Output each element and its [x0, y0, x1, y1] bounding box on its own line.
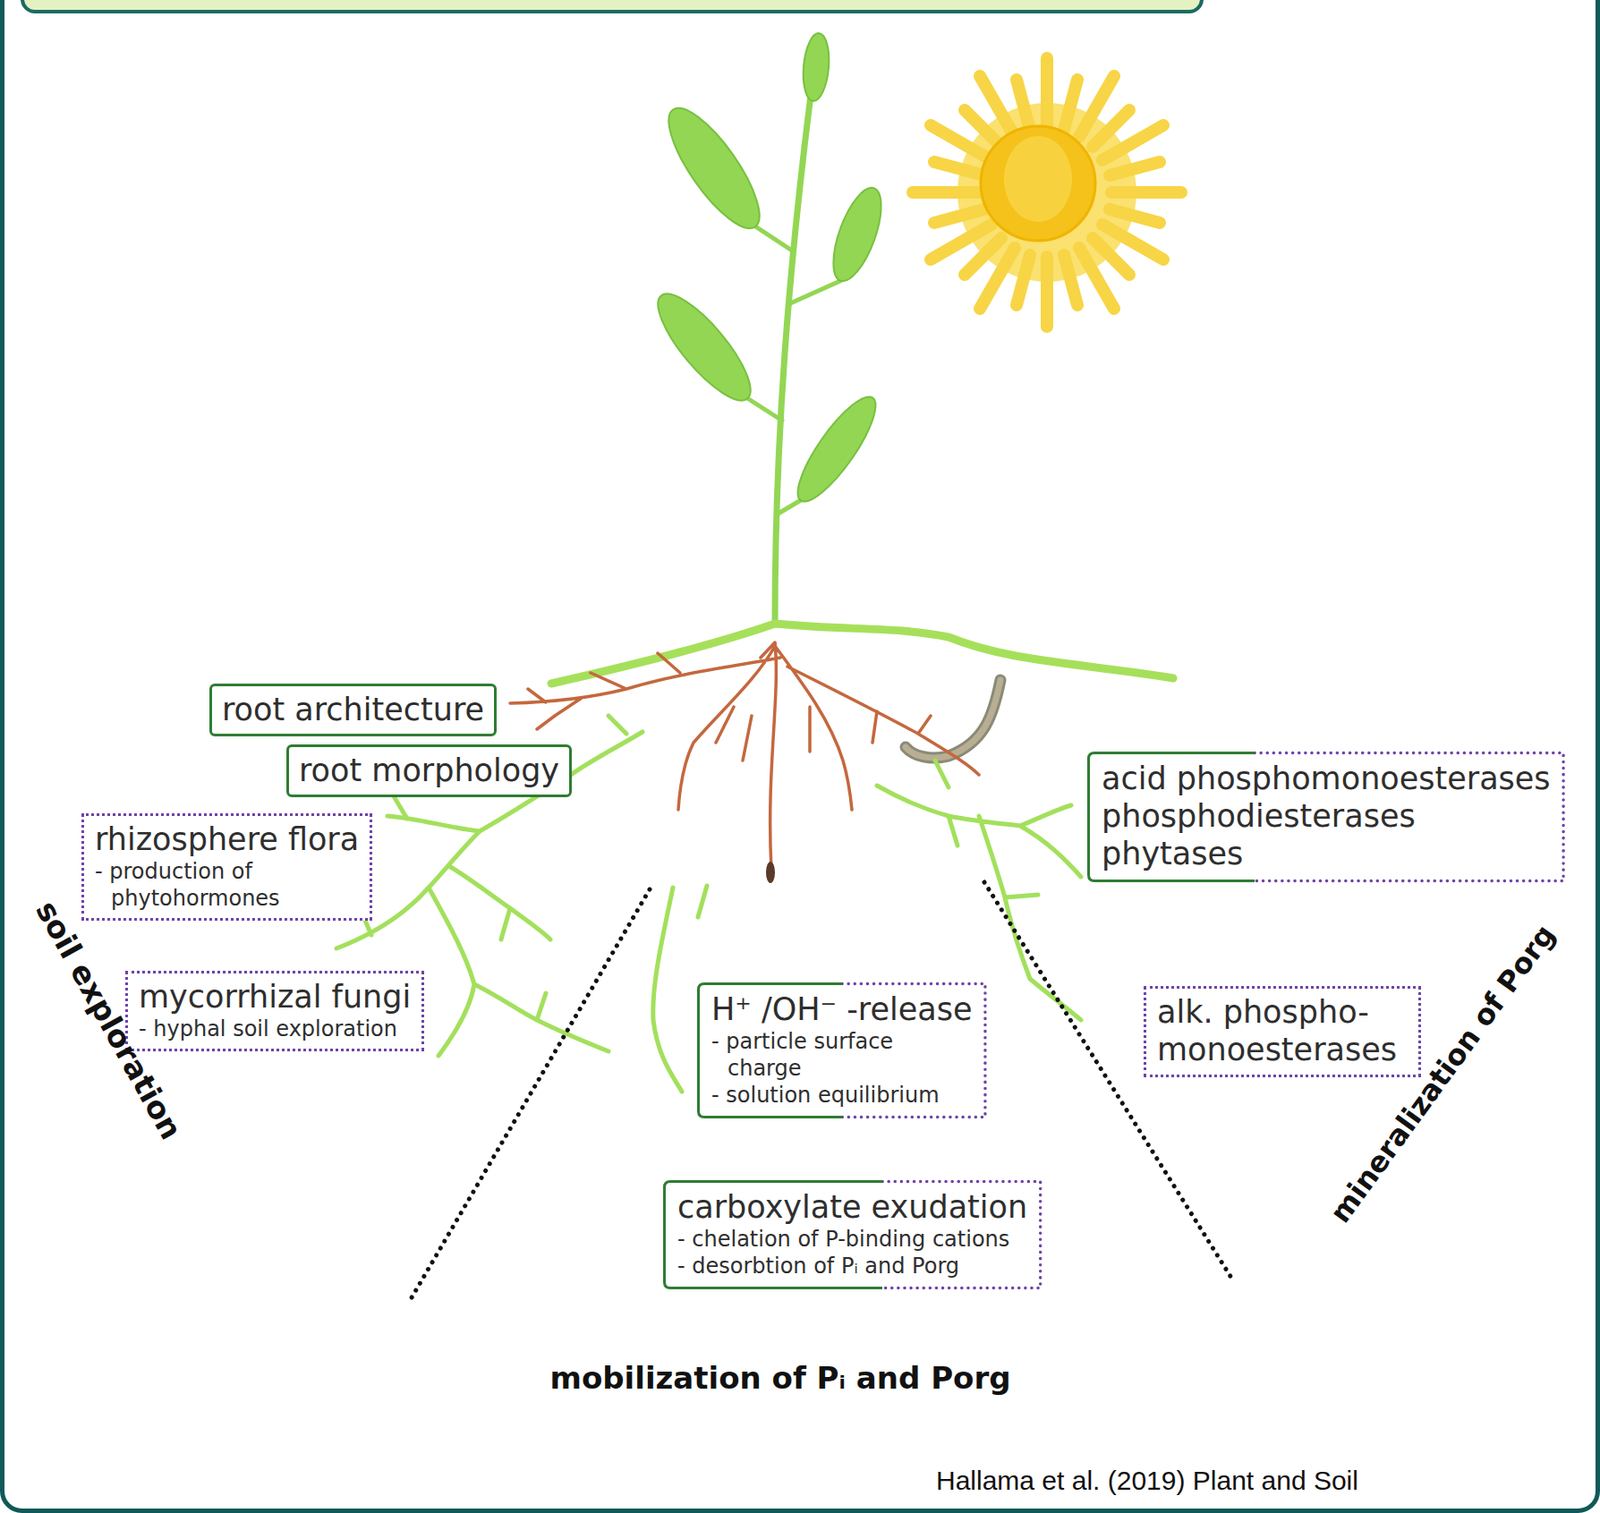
box-heading: phosphodiesterases: [1101, 797, 1551, 835]
earthworm-body: [905, 680, 1001, 758]
box-bullet: - particle surface charge: [711, 1028, 970, 1082]
leaf: [785, 387, 887, 511]
leaf: [823, 181, 891, 287]
dotted-box: mycorrhizal fungi- hyphal soil explorati…: [125, 970, 425, 1052]
mixed-border-box: carboxylate exudation- chelation of P-bi…: [663, 1180, 1042, 1290]
box-heading: H⁺ /OH⁻ -release: [711, 990, 972, 1029]
sun-rays: [912, 58, 1182, 327]
brown-roots: [510, 642, 979, 870]
leaf: [654, 96, 775, 241]
box-bullet: - solution equilibrium: [711, 1081, 970, 1109]
box-heading: alk. phospho- monoesterases: [1157, 993, 1408, 1069]
mixed-border-box: acid phosphomonoesterasesphosphodiestera…: [1087, 751, 1566, 883]
box-heading: rhizosphere flora: [94, 820, 359, 859]
sun-disc: [980, 126, 1096, 241]
box-heading: carboxylate exudation: [677, 1188, 1028, 1226]
mixed-border-box: H⁺ /OH⁻ -release- particle surface charg…: [697, 982, 987, 1119]
header-bar: [22, 0, 1202, 12]
dotted-box: alk. phospho- monoesterases: [1143, 986, 1422, 1078]
box-heading: root architecture: [221, 690, 485, 729]
sun-highlight: [1004, 136, 1073, 222]
box-heading: acid phosphomonoesterases: [1101, 759, 1551, 798]
process-box: root morphology: [286, 744, 572, 798]
box-bullet: - desorbtion of Pᵢ and Porg: [677, 1252, 1028, 1280]
box-heading: phytases: [1101, 834, 1551, 873]
leaf: [644, 281, 764, 413]
leaf: [800, 32, 833, 103]
rhizome: [551, 623, 1174, 684]
plant-stem: [774, 53, 817, 624]
box-bullet: - hyphal soil exploration: [138, 1015, 411, 1043]
box-bullet: - chelation of P-binding cations: [677, 1225, 1028, 1253]
box-heading: root morphology: [298, 751, 560, 790]
box-bullet: - production of phytohormones: [94, 858, 353, 912]
dotted-box: rhizosphere flora- production of phytoho…: [81, 813, 373, 921]
earthworm: [905, 680, 1001, 758]
box-heading: mycorrhizal fungi: [138, 978, 411, 1016]
root-tip: [765, 861, 775, 884]
region-label: mobilization of Pᵢ and Porg: [549, 1360, 1011, 1396]
process-box: root architecture: [209, 683, 497, 737]
separator-line: [410, 889, 650, 1300]
citation-caption: Hallama et al. (2019) Plant and Soil: [936, 1465, 1359, 1496]
